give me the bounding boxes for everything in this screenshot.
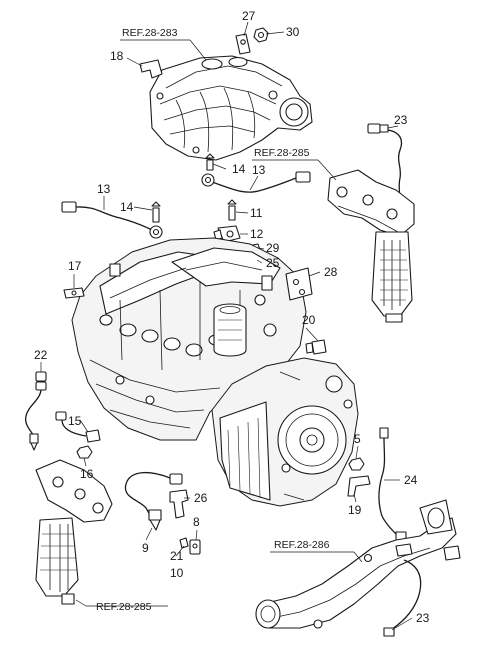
transaxle bbox=[211, 357, 359, 507]
callout-11: 11 bbox=[250, 206, 263, 220]
ref-label-exhaust-upper: REF.28-285 bbox=[254, 147, 310, 159]
callout-19: 19 bbox=[348, 503, 362, 517]
sensor-15 bbox=[55, 411, 101, 443]
callout-26: 26 bbox=[194, 491, 208, 505]
nut-30 bbox=[253, 27, 269, 43]
nut-5 bbox=[348, 457, 365, 471]
callout-15: 15 bbox=[68, 414, 82, 428]
callout-18: 18 bbox=[110, 49, 124, 63]
callout-23-upper: 23 bbox=[394, 113, 408, 127]
engine-block bbox=[71, 237, 307, 441]
callout-13-upper: 13 bbox=[252, 163, 266, 177]
cam-sensor-12 bbox=[213, 225, 241, 243]
callout-27: 27 bbox=[242, 9, 256, 23]
sensor-8-21-10 bbox=[179, 537, 201, 555]
nut-16 bbox=[76, 445, 93, 459]
knock-sensor-harness-right bbox=[201, 153, 311, 193]
callout-24: 24 bbox=[404, 473, 418, 487]
exhaust-manifold-upper bbox=[327, 169, 415, 323]
callout-16: 16 bbox=[80, 467, 94, 481]
oxygen-sensor-left bbox=[24, 371, 47, 451]
bracket-27 bbox=[235, 33, 251, 55]
clip-17 bbox=[63, 287, 85, 299]
bracket-26 bbox=[169, 489, 189, 519]
ref-label-exhaust-pipe: REF.28-286 bbox=[274, 539, 330, 551]
callout-20: 20 bbox=[302, 313, 316, 327]
callout-13-left: 13 bbox=[97, 182, 111, 196]
front-exhaust-pipe bbox=[255, 499, 461, 637]
callout-14-left: 14 bbox=[120, 200, 134, 214]
callout-12: 12 bbox=[250, 227, 264, 241]
callout-14-upper: 14 bbox=[232, 162, 246, 176]
sensor-20 bbox=[305, 339, 327, 355]
callout-21: 21 bbox=[170, 549, 184, 563]
bracket-18 bbox=[139, 59, 163, 79]
callout-23-lower: 23 bbox=[416, 611, 430, 625]
intake-manifold bbox=[149, 55, 313, 161]
bracket-19 bbox=[347, 475, 371, 497]
knock-sensor-harness-left bbox=[61, 201, 163, 239]
leader-lines bbox=[40, 21, 413, 631]
callout-28: 28 bbox=[324, 265, 338, 279]
callout-8: 8 bbox=[193, 515, 200, 529]
callout-10: 10 bbox=[170, 566, 184, 580]
ref-label-exhaust-lower: REF.28-285 bbox=[96, 601, 152, 613]
oxygen-sensor-9 bbox=[124, 472, 183, 531]
callout-9: 9 bbox=[142, 541, 149, 555]
callout-17: 17 bbox=[68, 259, 82, 273]
ref-label-intake: REF.28-283 bbox=[122, 27, 178, 39]
callout-25: 25 bbox=[266, 256, 280, 270]
callout-5: 5 bbox=[354, 432, 361, 446]
callout-30: 30 bbox=[286, 25, 300, 39]
callout-22: 22 bbox=[34, 348, 48, 362]
callout-29: 29 bbox=[266, 241, 280, 255]
exhaust-manifold-lower bbox=[35, 459, 113, 605]
oxygen-sensor-24 bbox=[378, 427, 407, 550]
bolt-11 bbox=[227, 199, 237, 221]
bracket-28 bbox=[285, 267, 313, 301]
